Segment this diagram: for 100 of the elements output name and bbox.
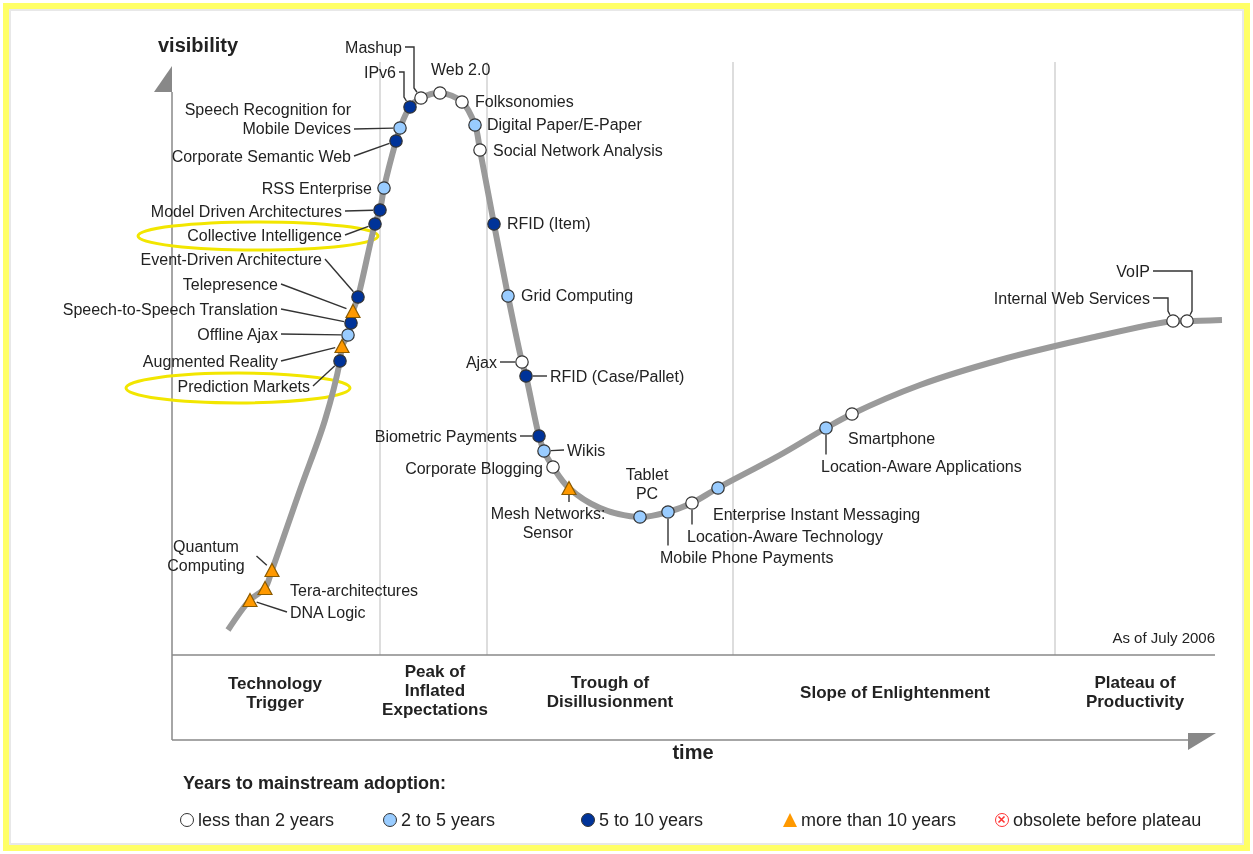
technology-label: Mashup bbox=[345, 37, 402, 57]
circle-marker bbox=[545, 459, 561, 475]
leader-line bbox=[691, 509, 693, 526]
leader-line bbox=[568, 494, 570, 503]
circle-marker bbox=[518, 368, 534, 384]
triangle-marker bbox=[257, 580, 273, 596]
leader-line bbox=[280, 308, 345, 323]
circle-marker bbox=[1179, 313, 1195, 329]
technology-label: Web 2.0 bbox=[431, 59, 491, 79]
technology-label: Ajax bbox=[465, 352, 497, 372]
technology-label: Tera-architectures bbox=[290, 580, 419, 600]
date-note: As of July 2006 bbox=[1112, 628, 1215, 648]
leader-line bbox=[1152, 270, 1193, 316]
technology-label: Augmented Reality bbox=[142, 351, 278, 371]
phase-label: Slope of Enlightenment bbox=[800, 682, 990, 702]
technology-label: Event-Driven Architecture bbox=[140, 249, 322, 269]
leader-line bbox=[519, 435, 533, 437]
circle-marker bbox=[684, 495, 700, 511]
leader-line bbox=[324, 258, 355, 293]
leader-line bbox=[532, 375, 548, 377]
leader-line bbox=[550, 449, 565, 452]
circle-marker bbox=[1165, 313, 1181, 329]
triangle-marker bbox=[264, 562, 280, 578]
triangle-marker bbox=[334, 338, 350, 354]
technology-label: Speech Recognition for Mobile Devices bbox=[166, 100, 351, 138]
technology-label: DNA Logic bbox=[290, 602, 366, 622]
technology-label: Mobile Phone Payments bbox=[660, 547, 834, 567]
phase-label: Plateau of Productivity bbox=[1084, 673, 1186, 711]
circle-marker bbox=[514, 354, 530, 370]
technology-label: Offline Ajax bbox=[197, 324, 278, 344]
leader-line bbox=[280, 333, 342, 336]
technology-label: Social Network Analysis bbox=[493, 140, 663, 160]
leader-line bbox=[344, 209, 374, 212]
circle-marker bbox=[367, 216, 383, 232]
technology-label: Location-Aware Technology bbox=[687, 526, 883, 546]
legend-label: obsolete before plateau bbox=[1013, 810, 1202, 830]
legend-title: Years to mainstream adoption: bbox=[183, 772, 447, 794]
technology-label: Mesh Networks: Sensor bbox=[485, 504, 611, 542]
circle-marker bbox=[467, 117, 483, 133]
leader-line bbox=[255, 601, 288, 613]
technology-label: Prediction Markets bbox=[177, 376, 310, 396]
circle-marker bbox=[413, 90, 429, 106]
phase-label: Peak of Inflated Expectations bbox=[381, 661, 489, 719]
circle-marker bbox=[350, 289, 366, 305]
technology-label: Grid Computing bbox=[521, 285, 634, 305]
phase-label: Trough of Disillusionment bbox=[545, 673, 675, 711]
legend-label: less than 2 years bbox=[198, 810, 335, 830]
leader-line bbox=[667, 518, 669, 547]
circle-marker bbox=[340, 327, 356, 343]
technology-label: Location-Aware Applications bbox=[821, 456, 1022, 476]
technology-label: Quantum Computing bbox=[158, 537, 254, 575]
technology-label: RSS Enterprise bbox=[261, 178, 372, 198]
leader-line bbox=[1152, 297, 1171, 316]
leader-line bbox=[280, 346, 336, 362]
technology-label: IPv6 bbox=[364, 62, 396, 82]
technology-label: Wikis bbox=[567, 440, 606, 460]
legend-label: more than 10 years bbox=[801, 810, 957, 830]
circle-marker bbox=[500, 288, 516, 304]
leader-line bbox=[398, 71, 408, 102]
leader-line bbox=[280, 283, 348, 310]
leader-line bbox=[353, 142, 391, 157]
technology-label: Smartphone bbox=[848, 428, 936, 448]
leader-line bbox=[312, 365, 336, 387]
legend-label: 2 to 5 years bbox=[401, 810, 496, 830]
phase-label: Technology Trigger bbox=[226, 674, 324, 712]
axis-title: time bbox=[672, 741, 714, 763]
axis-title: visibility bbox=[158, 34, 239, 56]
leader-line bbox=[404, 46, 418, 93]
legend-label: 5 to 10 years bbox=[599, 810, 704, 830]
triangle-marker bbox=[242, 592, 258, 608]
circle-marker bbox=[472, 142, 488, 158]
circle-marker bbox=[343, 315, 359, 331]
technology-label: Telepresence bbox=[182, 274, 278, 294]
technology-label: RFID (Case/Pallet) bbox=[550, 366, 685, 386]
technology-label: Corporate Semantic Web bbox=[171, 146, 351, 166]
circle-marker bbox=[372, 202, 388, 218]
leader-line bbox=[499, 361, 516, 363]
circle-marker bbox=[660, 504, 676, 520]
technology-label: Tablet PC bbox=[624, 465, 670, 503]
technology-label: Model Driven Architectures bbox=[150, 201, 342, 221]
circle-marker bbox=[332, 353, 348, 369]
circle-marker bbox=[844, 406, 860, 422]
triangle-marker bbox=[561, 480, 577, 496]
technology-label: Internal Web Services bbox=[993, 288, 1150, 308]
circle-marker bbox=[402, 99, 418, 115]
technology-label: RFID (Item) bbox=[507, 213, 591, 233]
circle-marker bbox=[531, 428, 547, 444]
circle-marker bbox=[388, 133, 404, 149]
leader-line bbox=[344, 225, 370, 236]
technology-label: Digital Paper/E-Paper bbox=[487, 114, 642, 134]
circle-marker bbox=[392, 120, 408, 136]
technology-label: VoIP bbox=[1116, 261, 1150, 281]
technology-label: Speech-to-Speech Translation bbox=[62, 299, 278, 319]
technology-label: Folksonomies bbox=[475, 91, 574, 111]
triangle-marker bbox=[345, 303, 361, 319]
technology-label: Biometric Payments bbox=[374, 426, 517, 446]
circle-marker bbox=[818, 420, 834, 436]
circle-marker bbox=[454, 94, 470, 110]
circle-marker bbox=[376, 180, 392, 196]
circle-marker bbox=[710, 480, 726, 496]
